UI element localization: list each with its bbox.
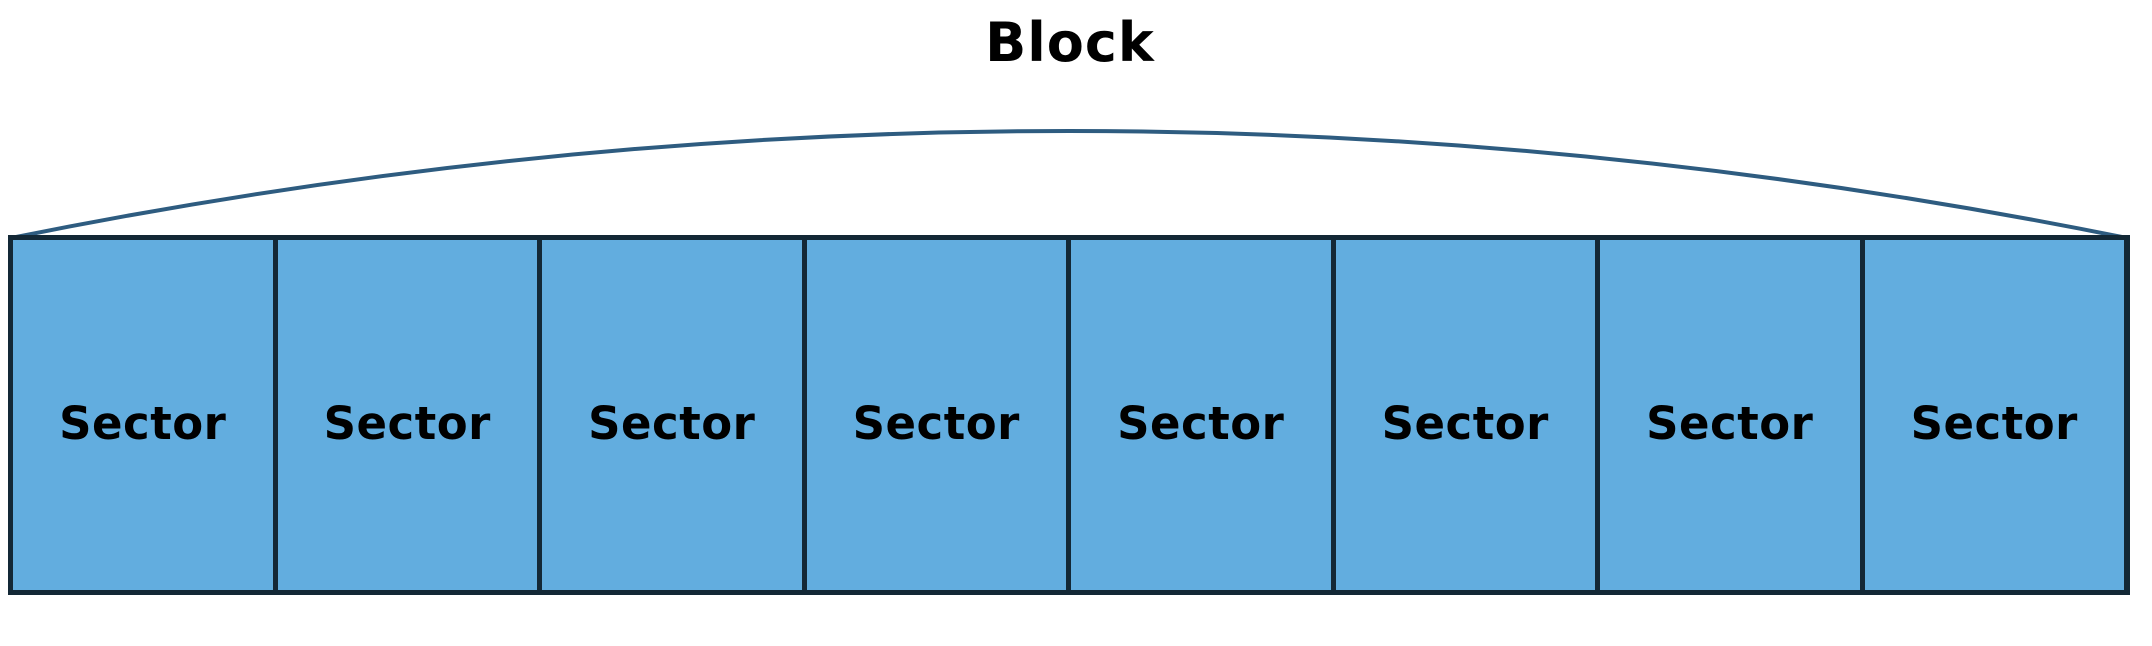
sector-label: Sector — [1646, 396, 1814, 450]
sector-cell[interactable]: Sector — [1335, 240, 1600, 590]
sector-cell[interactable]: Sector — [277, 240, 542, 590]
page-title: Block — [985, 11, 1155, 74]
sector-label: Sector — [1910, 396, 2078, 450]
sector-label: Sector — [323, 396, 491, 450]
block-strip: Sector Sector Sector Sector Sector Secto… — [8, 235, 2130, 595]
sector-cell[interactable]: Sector — [1071, 240, 1336, 590]
sector-label: Sector — [1381, 396, 1549, 450]
sector-cell[interactable]: Sector — [1864, 240, 2124, 590]
sector-label: Sector — [59, 396, 227, 450]
sector-label: Sector — [852, 396, 1020, 450]
sector-cell[interactable]: Sector — [1600, 240, 1865, 590]
sector-label: Sector — [588, 396, 756, 450]
sector-cell[interactable]: Sector — [806, 240, 1071, 590]
sector-cell[interactable]: Sector — [542, 240, 807, 590]
sector-label: Sector — [1117, 396, 1285, 450]
sector-cell[interactable]: Sector — [13, 240, 278, 590]
